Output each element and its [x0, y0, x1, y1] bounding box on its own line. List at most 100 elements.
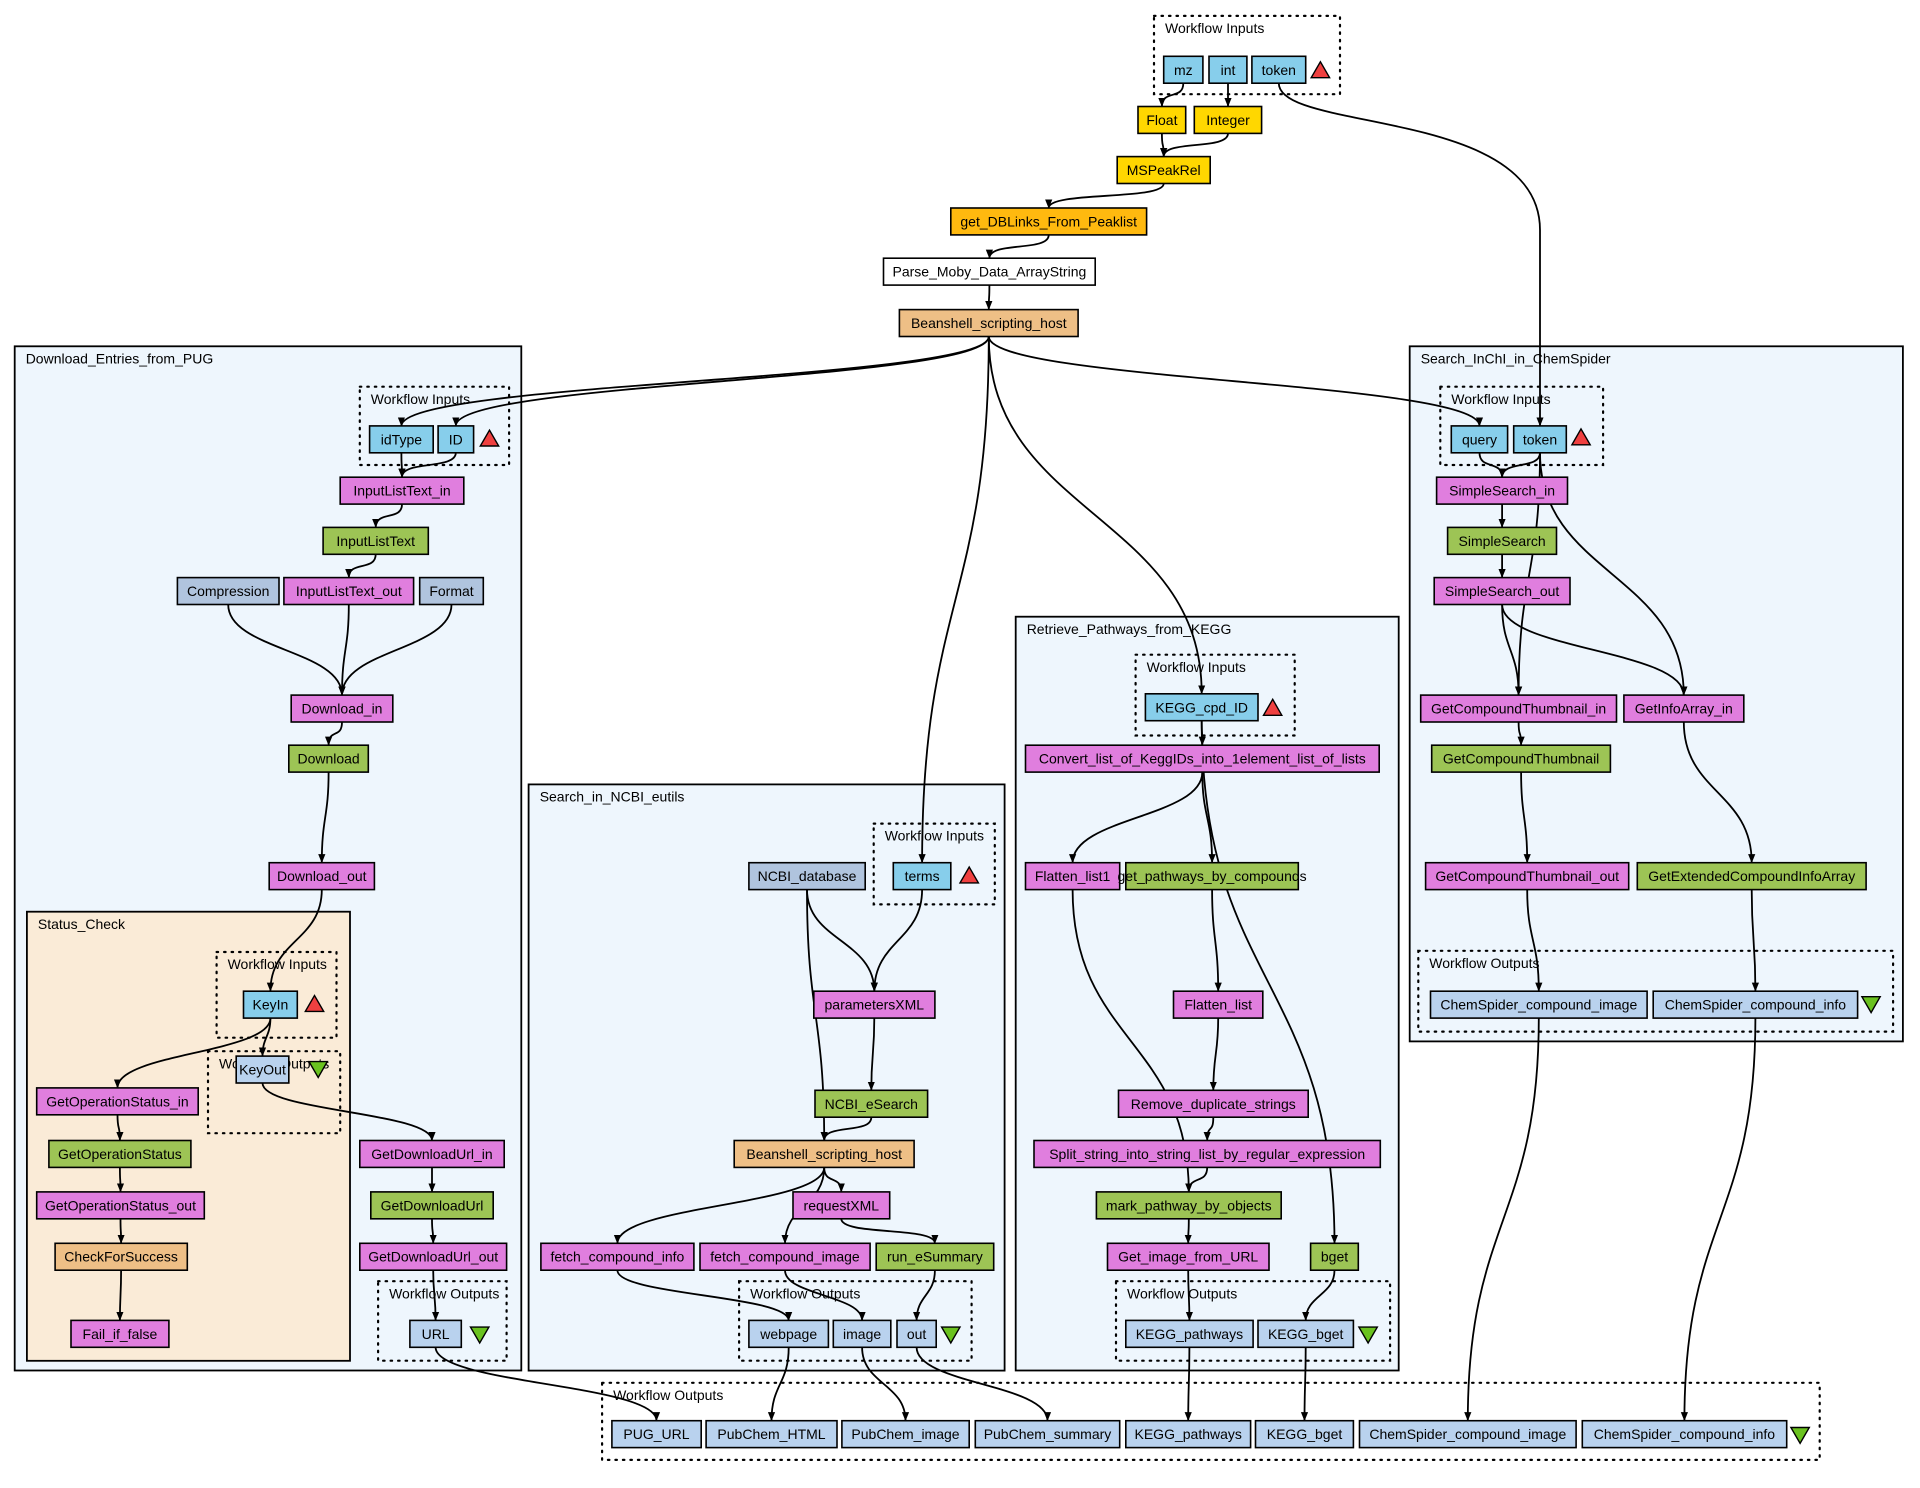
node-kegg-pathways-final[interactable]: KEGG_pathways: [1125, 1419, 1252, 1449]
node-url[interactable]: URL: [409, 1319, 463, 1349]
node-inputlisttext[interactable]: InputListText: [322, 526, 430, 556]
node-fetch-compound-info[interactable]: fetch_compound_info: [540, 1242, 695, 1272]
node-parsemoby[interactable]: Parse_Moby_Data_ArrayString: [882, 257, 1096, 286]
edge: [1071, 889, 1193, 1193]
node-token-cs[interactable]: token: [1512, 425, 1568, 454]
node-cs-info-final[interactable]: ChemSpider_compound_info: [1581, 1419, 1788, 1449]
edge: [1160, 133, 1229, 158]
node-int[interactable]: int: [1208, 55, 1248, 84]
node-getopstatus-in[interactable]: GetOperationStatus_in: [35, 1087, 200, 1116]
node-getinfoarray-in[interactable]: GetInfoArray_in: [1623, 694, 1745, 723]
edge: [987, 336, 1484, 427]
node-getthumb[interactable]: GetCompoundThumbnail: [1430, 744, 1612, 773]
node-float[interactable]: Float: [1137, 105, 1187, 135]
node-kegg-cpd-id[interactable]: KEGG_cpd_ID: [1144, 692, 1259, 722]
node-image[interactable]: image: [832, 1319, 892, 1349]
edge: [918, 336, 990, 864]
node-ncbi-esearch[interactable]: NCBI_eSearch: [814, 1089, 929, 1119]
node-getopstatus[interactable]: GetOperationStatus: [48, 1139, 192, 1169]
node-beanshell-ncbi[interactable]: Beanshell_scripting_host: [733, 1139, 915, 1169]
node-getthumb-out[interactable]: GetCompoundThumbnail_out: [1424, 861, 1630, 891]
node-get-image-url[interactable]: Get_image_from_URL: [1106, 1242, 1270, 1272]
node-mz[interactable]: mz: [1162, 55, 1204, 84]
node-ncbi-database[interactable]: NCBI_database: [748, 861, 867, 891]
node-get-pathways[interactable]: get_pathways_by_compounds: [1118, 861, 1307, 891]
node-getopstatus-out[interactable]: GetOperationStatus_out: [35, 1191, 206, 1220]
node-pubchem-image[interactable]: PubChem_image: [841, 1419, 971, 1449]
group-label: Retrieve_Pathways_from_KEGG: [1027, 621, 1232, 637]
node-keyin[interactable]: KeyIn: [242, 990, 299, 1019]
node-terms[interactable]: terms: [892, 861, 952, 891]
node-idtype[interactable]: idType: [368, 425, 435, 454]
node-bget[interactable]: bget: [1309, 1242, 1360, 1272]
node-download-in[interactable]: Download_in: [290, 694, 394, 723]
node-split-string[interactable]: Split_string_into_string_list_by_regular…: [1033, 1139, 1382, 1169]
node-label: KEGG_cpd_ID: [1155, 699, 1248, 715]
node-compression[interactable]: Compression: [176, 576, 280, 606]
node-webpage[interactable]: webpage: [748, 1319, 830, 1349]
node-cs-info-inner[interactable]: ChemSpider_compound_info: [1652, 990, 1859, 1019]
node-getdblinks[interactable]: get_DBLinks_From_Peaklist: [949, 207, 1148, 236]
node-flatten-list1[interactable]: Flatten_list1: [1024, 861, 1121, 891]
node-getthumb-in[interactable]: GetCompoundThumbnail_in: [1419, 694, 1618, 723]
node-out[interactable]: out: [896, 1319, 938, 1349]
edge: [1682, 721, 1756, 864]
group-kegg-outputs: Workflow Outputs: [1114, 1280, 1392, 1362]
node-simplesearch-out[interactable]: SimpleSearch_out: [1433, 576, 1571, 606]
node-getdownloadurl-in[interactable]: GetDownloadUrl_in: [358, 1139, 505, 1169]
node-simplesearch-in[interactable]: SimpleSearch_in: [1435, 476, 1569, 505]
node-download-out[interactable]: Download_out: [268, 861, 376, 891]
node-getdownloadurl-out[interactable]: GetDownloadUrl_out: [358, 1242, 508, 1272]
node-fail-if-false[interactable]: Fail_if_false: [70, 1319, 170, 1349]
output-marker: [1357, 1326, 1379, 1345]
edge: [1277, 83, 1544, 427]
node-label: GetCompoundThumbnail_out: [1435, 868, 1619, 884]
node-pubchem-html[interactable]: PubChem_HTML: [705, 1419, 838, 1449]
group-download-outputs: Workflow Outputs: [377, 1280, 508, 1362]
node-mspeakrel[interactable]: MSPeakRel: [1116, 155, 1211, 185]
node-mark-pathway[interactable]: mark_pathway_by_objects: [1095, 1191, 1283, 1220]
node-inputlisttext-in[interactable]: InputListText_in: [339, 476, 465, 505]
node-beanshell-main[interactable]: Beanshell_scripting_host: [898, 308, 1079, 338]
edge: [1302, 1270, 1336, 1321]
group-ncbi-outputs: Workflow Outputs: [737, 1280, 973, 1362]
node-pug-url[interactable]: PUG_URL: [611, 1419, 703, 1449]
node-getdownloadurl[interactable]: GetDownloadUrl: [369, 1191, 494, 1220]
node-keyout[interactable]: KeyOut: [235, 1055, 290, 1084]
node-label: webpage: [759, 1326, 817, 1342]
node-format[interactable]: Format: [418, 576, 485, 606]
node-requestxml[interactable]: requestXML: [792, 1191, 891, 1220]
node-inputlisttext-out[interactable]: InputListText_out: [283, 576, 415, 606]
node-label: mark_pathway_by_objects: [1106, 1197, 1272, 1213]
node-remove-dup[interactable]: Remove_duplicate_strings: [1117, 1089, 1309, 1119]
node-id[interactable]: ID: [437, 425, 475, 454]
node-kegg-bget-final[interactable]: KEGG_bget: [1254, 1419, 1355, 1449]
edge: [1520, 772, 1531, 864]
node-kegg-bget-inner[interactable]: KEGG_bget: [1257, 1319, 1355, 1349]
node-kegg-pathways-inner[interactable]: KEGG_pathways: [1125, 1319, 1254, 1349]
node-simplesearch[interactable]: SimpleSearch: [1446, 526, 1558, 556]
group-final-outputs: Workflow Outputs: [600, 1381, 1821, 1462]
node-checkforsuccess[interactable]: CheckForSuccess: [54, 1242, 189, 1272]
node-query[interactable]: query: [1450, 425, 1509, 454]
node-parametersxml[interactable]: parametersXML: [812, 990, 936, 1019]
node-label: GetDownloadUrl_out: [368, 1249, 498, 1265]
edge: [1209, 1018, 1220, 1091]
group-status-check: Status_Check: [25, 910, 351, 1362]
node-label: parametersXML: [825, 997, 925, 1013]
node-label: SimpleSearch: [1459, 533, 1546, 549]
node-run-esummary[interactable]: run_eSummary: [875, 1242, 995, 1272]
node-flatten-list[interactable]: Flatten_list: [1172, 990, 1264, 1019]
node-label: SimpleSearch_in: [1449, 483, 1555, 499]
node-integer[interactable]: Integer: [1193, 105, 1263, 135]
node-label: Flatten_list1: [1035, 868, 1111, 884]
node-cs-image-inner[interactable]: ChemSpider_compound_image: [1429, 990, 1648, 1019]
node-pubchem-summary[interactable]: PubChem_summary: [974, 1419, 1121, 1449]
node-download[interactable]: Download: [287, 744, 370, 773]
node-cs-image-final[interactable]: ChemSpider_compound_image: [1358, 1419, 1577, 1449]
node-getextinfo[interactable]: GetExtendedCompoundInfoArray: [1636, 861, 1867, 891]
node-fetch-compound-image[interactable]: fetch_compound_image: [699, 1242, 871, 1272]
node-convert-list[interactable]: Convert_list_of_KeggIDs_into_1element_li…: [1024, 744, 1381, 773]
edge: [840, 1218, 939, 1244]
node-token-top[interactable]: token: [1251, 55, 1307, 84]
